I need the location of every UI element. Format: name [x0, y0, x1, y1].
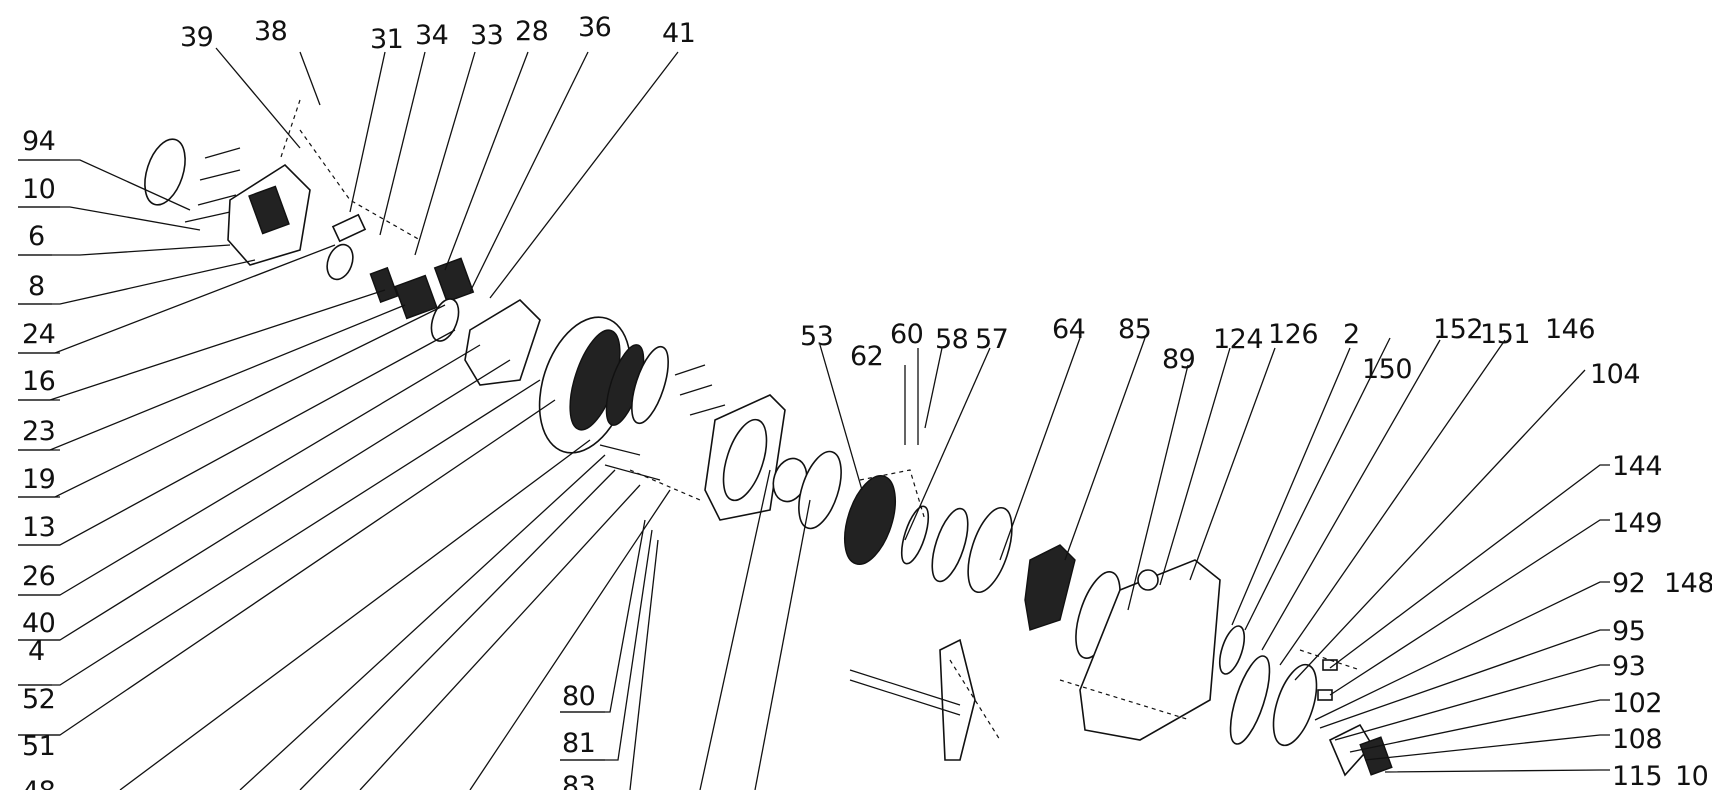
part-label-81: 81	[562, 728, 595, 759]
part-label-36: 36	[578, 12, 611, 43]
part-label-4: 4	[28, 636, 45, 667]
part-label-144: 144	[1612, 451, 1662, 482]
part-shape	[722, 418, 768, 502]
part-shape	[1229, 655, 1271, 745]
part-label-10b: 10	[1675, 761, 1708, 790]
part-label-146: 146	[1545, 314, 1595, 345]
part-label-33: 33	[470, 20, 503, 51]
part-label-19: 19	[22, 464, 55, 495]
part-shape	[967, 506, 1013, 594]
part-label-80: 80	[562, 681, 595, 712]
part-shape	[1359, 736, 1393, 776]
part-label-115: 115	[1612, 761, 1662, 790]
part-label-85: 85	[1118, 314, 1151, 345]
part-shape	[844, 475, 896, 565]
part-label-151: 151	[1480, 319, 1530, 350]
part-shape	[331, 213, 367, 243]
part-label-39: 39	[180, 22, 213, 53]
part-shape	[248, 185, 290, 235]
part-label-8: 8	[28, 271, 45, 302]
part-label-92: 92	[1612, 568, 1645, 599]
part-label-41: 41	[662, 18, 695, 49]
part-shape	[1317, 689, 1333, 701]
part-shape	[1137, 569, 1159, 591]
part-label-104: 104	[1590, 359, 1640, 390]
part-label-102: 102	[1612, 688, 1662, 719]
part-label-83: 83	[562, 771, 595, 790]
part-label-108: 108	[1612, 724, 1662, 755]
part-label-53: 53	[800, 321, 833, 352]
part-label-93: 93	[1612, 651, 1645, 682]
pins	[599, 364, 726, 481]
part-label-6: 6	[28, 221, 45, 252]
part-shape	[1024, 544, 1076, 631]
part-shape	[394, 274, 438, 320]
part-shape	[1272, 663, 1318, 747]
part-label-2: 2	[1343, 319, 1360, 350]
part-shape	[631, 345, 669, 425]
part-label-34: 34	[415, 20, 448, 51]
leader-lines	[18, 47, 1610, 790]
part-label-13: 13	[22, 512, 55, 543]
part-label-38: 38	[254, 16, 287, 47]
part-label-58: 58	[935, 324, 968, 355]
part-label-62: 62	[850, 341, 883, 372]
part-labels: 39 38 31 34 33 28 36 41 94 10 6 8 24 16 …	[22, 12, 1712, 790]
part-label-31: 31	[370, 24, 403, 55]
part-label-150: 150	[1362, 354, 1412, 385]
part-label-64: 64	[1052, 314, 1085, 345]
part-label-149: 149	[1612, 508, 1662, 539]
part-label-23: 23	[22, 416, 55, 447]
part-label-60: 60	[890, 319, 923, 350]
part-label-95: 95	[1612, 616, 1645, 647]
part-label-52: 52	[22, 684, 55, 715]
part-label-51: 51	[22, 731, 55, 762]
part-label-40: 40	[22, 608, 55, 639]
part-label-148: 148	[1664, 568, 1712, 599]
part-label-126: 126	[1268, 319, 1318, 350]
part-label-48: 48	[22, 776, 55, 790]
part-shape	[1218, 625, 1246, 675]
part-shape	[430, 298, 460, 342]
part-label-152: 152	[1433, 314, 1483, 345]
part-shape	[1079, 559, 1221, 741]
part-label-57: 57	[975, 324, 1008, 355]
part-shape	[464, 298, 541, 386]
part-shape	[369, 266, 399, 304]
part-label-124: 124	[1213, 324, 1263, 355]
part-label-28: 28	[515, 16, 548, 47]
part-shape	[326, 243, 354, 281]
part-shape	[433, 257, 475, 303]
part-shape	[900, 505, 930, 565]
part-shape	[798, 450, 842, 530]
part-shape	[939, 638, 976, 761]
part-shape	[1322, 659, 1338, 671]
part-label-24: 24	[22, 319, 55, 350]
part-label-16: 16	[22, 366, 55, 397]
part-label-94: 94	[22, 126, 55, 157]
part-label-89: 89	[1162, 344, 1195, 375]
drawing-parts	[144, 99, 1393, 777]
label-underlines	[18, 159, 605, 761]
part-shape	[144, 138, 186, 206]
part-label-10: 10	[22, 174, 55, 205]
bolts	[184, 147, 241, 223]
part-shape	[931, 507, 969, 583]
part-label-26: 26	[22, 561, 55, 592]
